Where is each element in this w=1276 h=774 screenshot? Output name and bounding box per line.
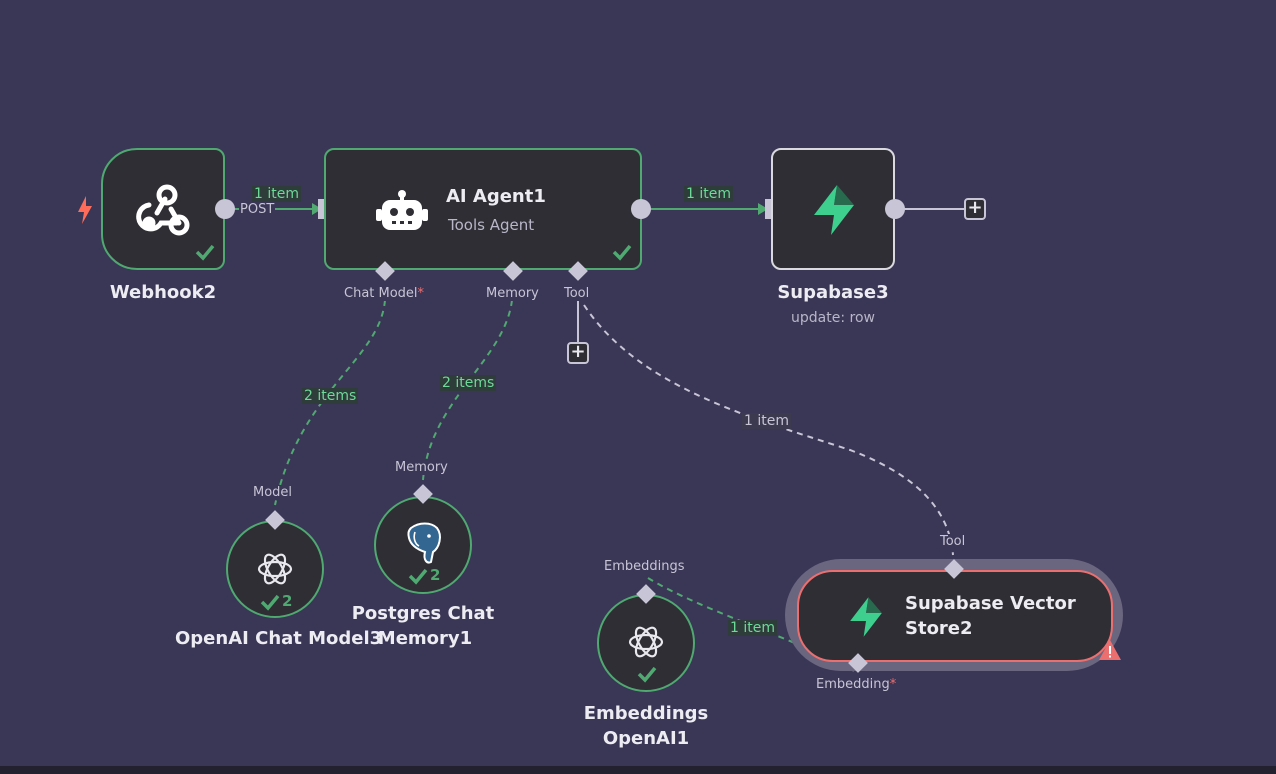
embeddings-name-line2: OpenAI1 <box>602 728 690 749</box>
embedding-label-text: Embedding <box>816 677 890 692</box>
openai-icon <box>628 626 664 658</box>
webhook-node-name: Webhook2 <box>109 282 217 303</box>
edge-label-memory: 2 items <box>440 375 497 391</box>
embeddings-openai-node[interactable] <box>597 594 695 692</box>
success-check-icon <box>260 594 280 611</box>
supabase-icon <box>814 185 854 235</box>
agent-input-port[interactable] <box>318 199 328 219</box>
supabase-vector-store-node[interactable]: Supabase Vector Store2 <box>797 570 1113 662</box>
agent-subtitle: Tools Agent <box>448 216 535 234</box>
edge-chat-model <box>274 299 386 506</box>
agent-output-port[interactable] <box>631 199 651 219</box>
embeddings-name-line1: Embeddings <box>583 703 709 724</box>
required-marker: * <box>417 286 425 301</box>
postgres-memory-name-line1: Postgres Chat <box>351 603 495 624</box>
trigger-bolt-icon <box>76 196 94 228</box>
webhook-method-label: POST <box>239 202 276 217</box>
webhook-output-port[interactable] <box>215 199 235 219</box>
embeddings-input-label: Embeddings <box>603 559 686 574</box>
run-count: 2 <box>430 566 441 584</box>
robot-icon <box>376 190 428 230</box>
edge-label-webhook-agent: 1 item <box>252 186 301 202</box>
vector-store-name-line1: Supabase Vector <box>905 593 1076 614</box>
success-check-icon <box>612 244 632 261</box>
vector-store-embedding-label: Embedding* <box>815 677 898 692</box>
memory-input-label: Memory <box>394 460 449 475</box>
memory-port-label: Memory <box>485 286 540 301</box>
supabase3-node-subtitle: update: row <box>791 310 875 326</box>
edge-webhook-agent-arrow <box>312 203 322 215</box>
supabase-input-port[interactable] <box>765 199 775 219</box>
edge-label-agent-supabase: 1 item <box>684 186 733 202</box>
success-check-icon <box>195 244 215 261</box>
success-check-icon <box>408 568 428 585</box>
edge-memory <box>422 299 513 481</box>
tool-port-label: Tool <box>563 286 591 301</box>
run-count: 2 <box>282 592 293 610</box>
required-marker: * <box>889 677 897 692</box>
edge-label-chat-model: 2 items <box>302 388 359 404</box>
openai-chat-model-name: OpenAI Chat Model3 <box>175 628 383 649</box>
postgres-memory-name-line2: Memory1 <box>377 628 473 649</box>
supabase-output-port[interactable] <box>885 199 905 219</box>
webhook-icon <box>136 184 190 236</box>
vector-store-name-line2: Store2 <box>905 618 973 639</box>
agent-name: AI Agent1 <box>446 186 546 207</box>
warning-triangle-icon[interactable] <box>1098 639 1122 661</box>
ai-agent-node[interactable]: AI Agent1 Tools Agent <box>324 148 642 270</box>
openai-chat-model-node[interactable]: 2 <box>226 520 324 618</box>
add-tool-button[interactable]: + <box>567 342 589 364</box>
edge-tool <box>583 304 954 556</box>
chat-model-port-label: Chat Model* <box>343 286 426 301</box>
bottom-bar <box>0 766 1276 774</box>
success-check-icon <box>637 666 657 683</box>
edge-agent-supabase-arrow <box>758 203 768 215</box>
add-next-node-button[interactable]: + <box>964 198 986 220</box>
supabase-icon <box>850 597 882 637</box>
openai-icon <box>257 553 293 585</box>
edge-label-embedding: 1 item <box>728 620 777 636</box>
vector-store-tool-label: Tool <box>939 534 967 549</box>
supabase3-node-name: Supabase3 <box>777 282 889 303</box>
edge-label-tool: 1 item <box>742 413 791 429</box>
postgres-elephant-icon <box>407 522 441 564</box>
webhook-node[interactable] <box>101 148 225 270</box>
supabase3-node[interactable] <box>771 148 895 270</box>
model-input-label: Model <box>252 485 294 500</box>
chat-model-port-label-text: Chat Model <box>344 286 418 301</box>
postgres-memory-node[interactable]: 2 <box>374 496 472 594</box>
